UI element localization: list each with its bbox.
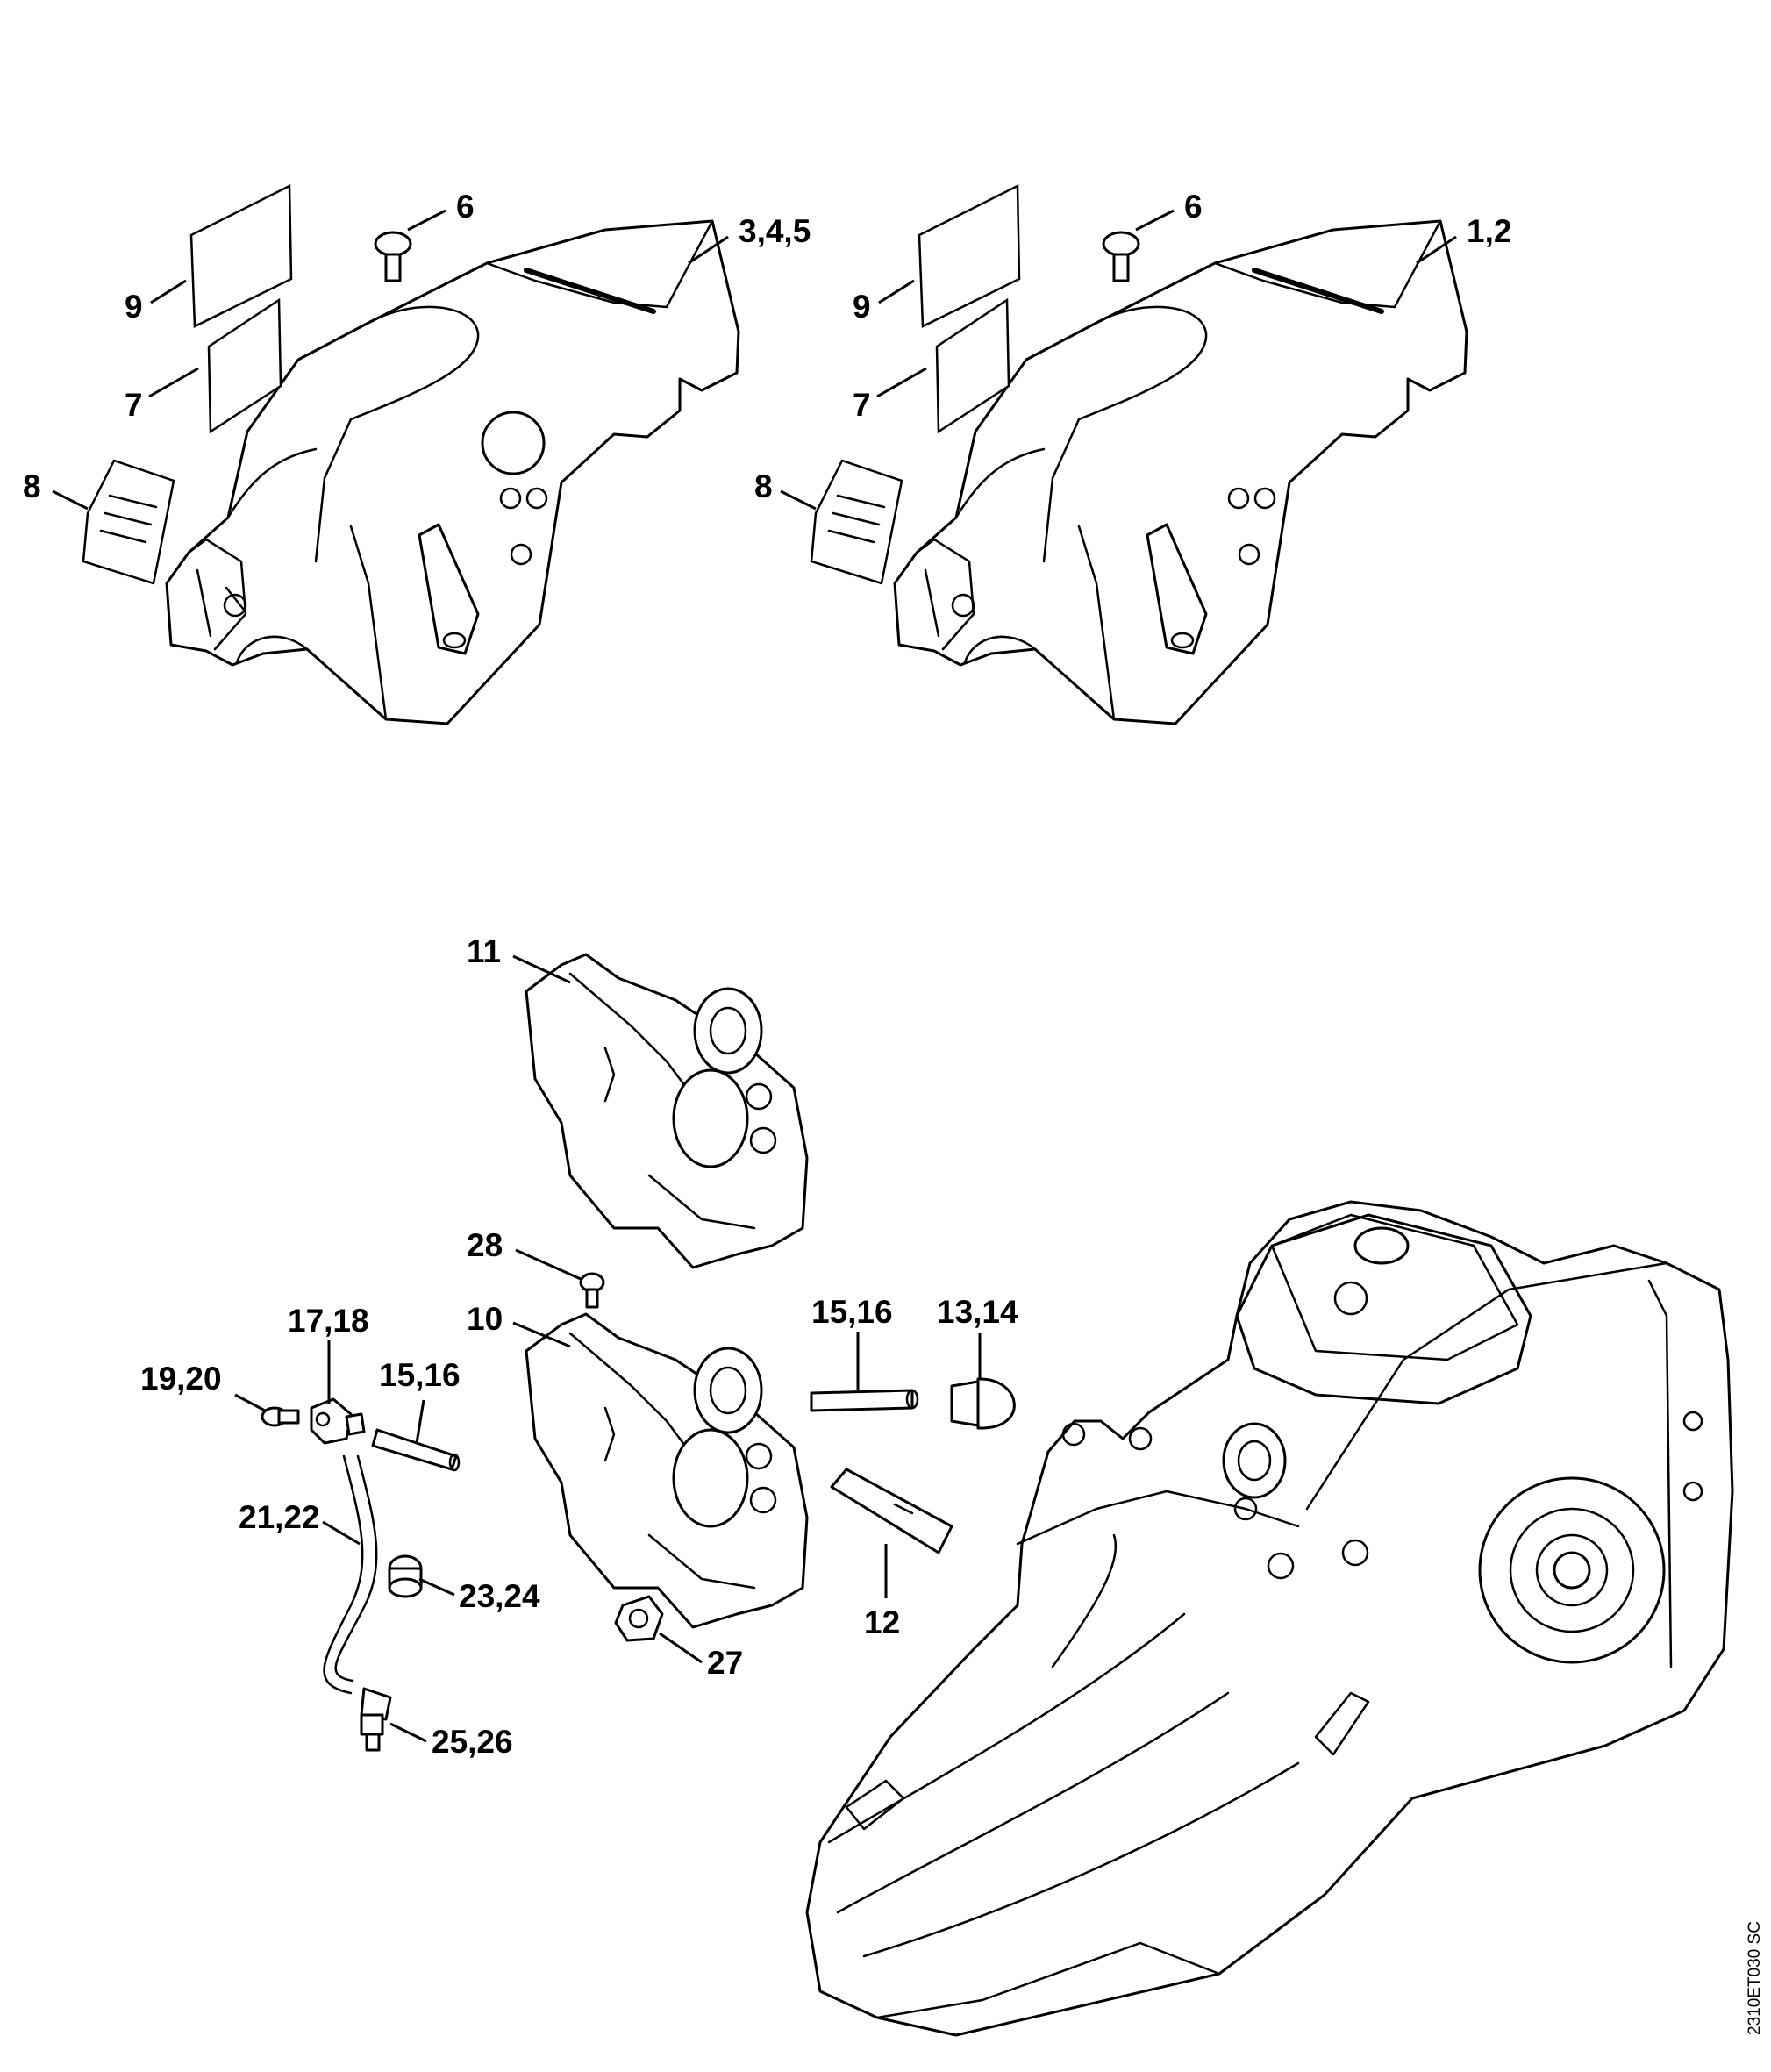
shroud-left: [165, 219, 740, 725]
leader-lines: [52, 209, 1457, 1743]
callout-28: 28: [467, 1227, 503, 1263]
callout-19-20: 19,20: [140, 1361, 222, 1397]
cover-plate-12: [830, 1468, 953, 1554]
callout-7-left: 7: [125, 387, 143, 423]
callout-9-left: 9: [125, 289, 143, 325]
callout-7-right: 7: [853, 387, 871, 423]
callout-15-16-left: 15,16: [379, 1357, 461, 1393]
nut-27: [614, 1595, 664, 1642]
label-7-right: [935, 297, 1010, 434]
label-9-left: [189, 183, 293, 328]
callout-27: 27: [707, 1645, 743, 1681]
callout-6-right: 6: [1184, 189, 1203, 225]
callout-1-2: 1,2: [1467, 213, 1511, 249]
callouts: 6 3,4,5 9 7 8 6 1,2 9 7 8 11 28 10 17,18…: [23, 189, 1511, 1760]
screw-6-right: [1102, 231, 1140, 282]
callout-23-24: 23,24: [459, 1578, 540, 1614]
hose-21-22: [323, 1454, 378, 1695]
screw-6-left: [374, 231, 412, 282]
callout-13-14: 13,14: [937, 1294, 1018, 1330]
callout-8-left: 8: [23, 468, 41, 504]
callout-8-right: 8: [754, 468, 773, 504]
shroud-right: [893, 219, 1468, 725]
elbow-fitting-17-18: [310, 1397, 366, 1445]
callout-12: 12: [864, 1604, 900, 1640]
hose-15-16-right: [810, 1389, 919, 1412]
drawing-code: 2310ET030 SC: [1746, 1921, 1764, 2035]
callout-11: 11: [467, 933, 501, 969]
screw-28: [579, 1272, 605, 1309]
callout-17-18: 17,18: [288, 1303, 369, 1339]
callout-15-16-right: 15,16: [811, 1294, 893, 1330]
callout-9-right: 9: [853, 289, 871, 325]
callout-3-4-5: 3,4,5: [739, 213, 811, 249]
hose-15-16-left: [371, 1428, 461, 1472]
tank-housing-10: [525, 1312, 809, 1629]
callout-25-26: 25,26: [432, 1724, 513, 1760]
label-9-right: [918, 183, 1021, 328]
callout-10: 10: [467, 1301, 503, 1337]
grommet-23-24: [388, 1554, 423, 1598]
screw-19-20: [261, 1406, 300, 1427]
callout-6-left: 6: [456, 189, 475, 225]
tank-housing-11: [525, 953, 809, 1269]
label-8-right: [810, 459, 903, 585]
fitting-25-26: [360, 1687, 392, 1752]
label-8-left: [82, 459, 175, 585]
primer-bulb-13-14: [950, 1377, 1016, 1430]
chainsaw-body: [805, 1200, 1734, 2037]
callout-21-22: 21,22: [239, 1499, 320, 1535]
label-7-left: [207, 297, 282, 434]
